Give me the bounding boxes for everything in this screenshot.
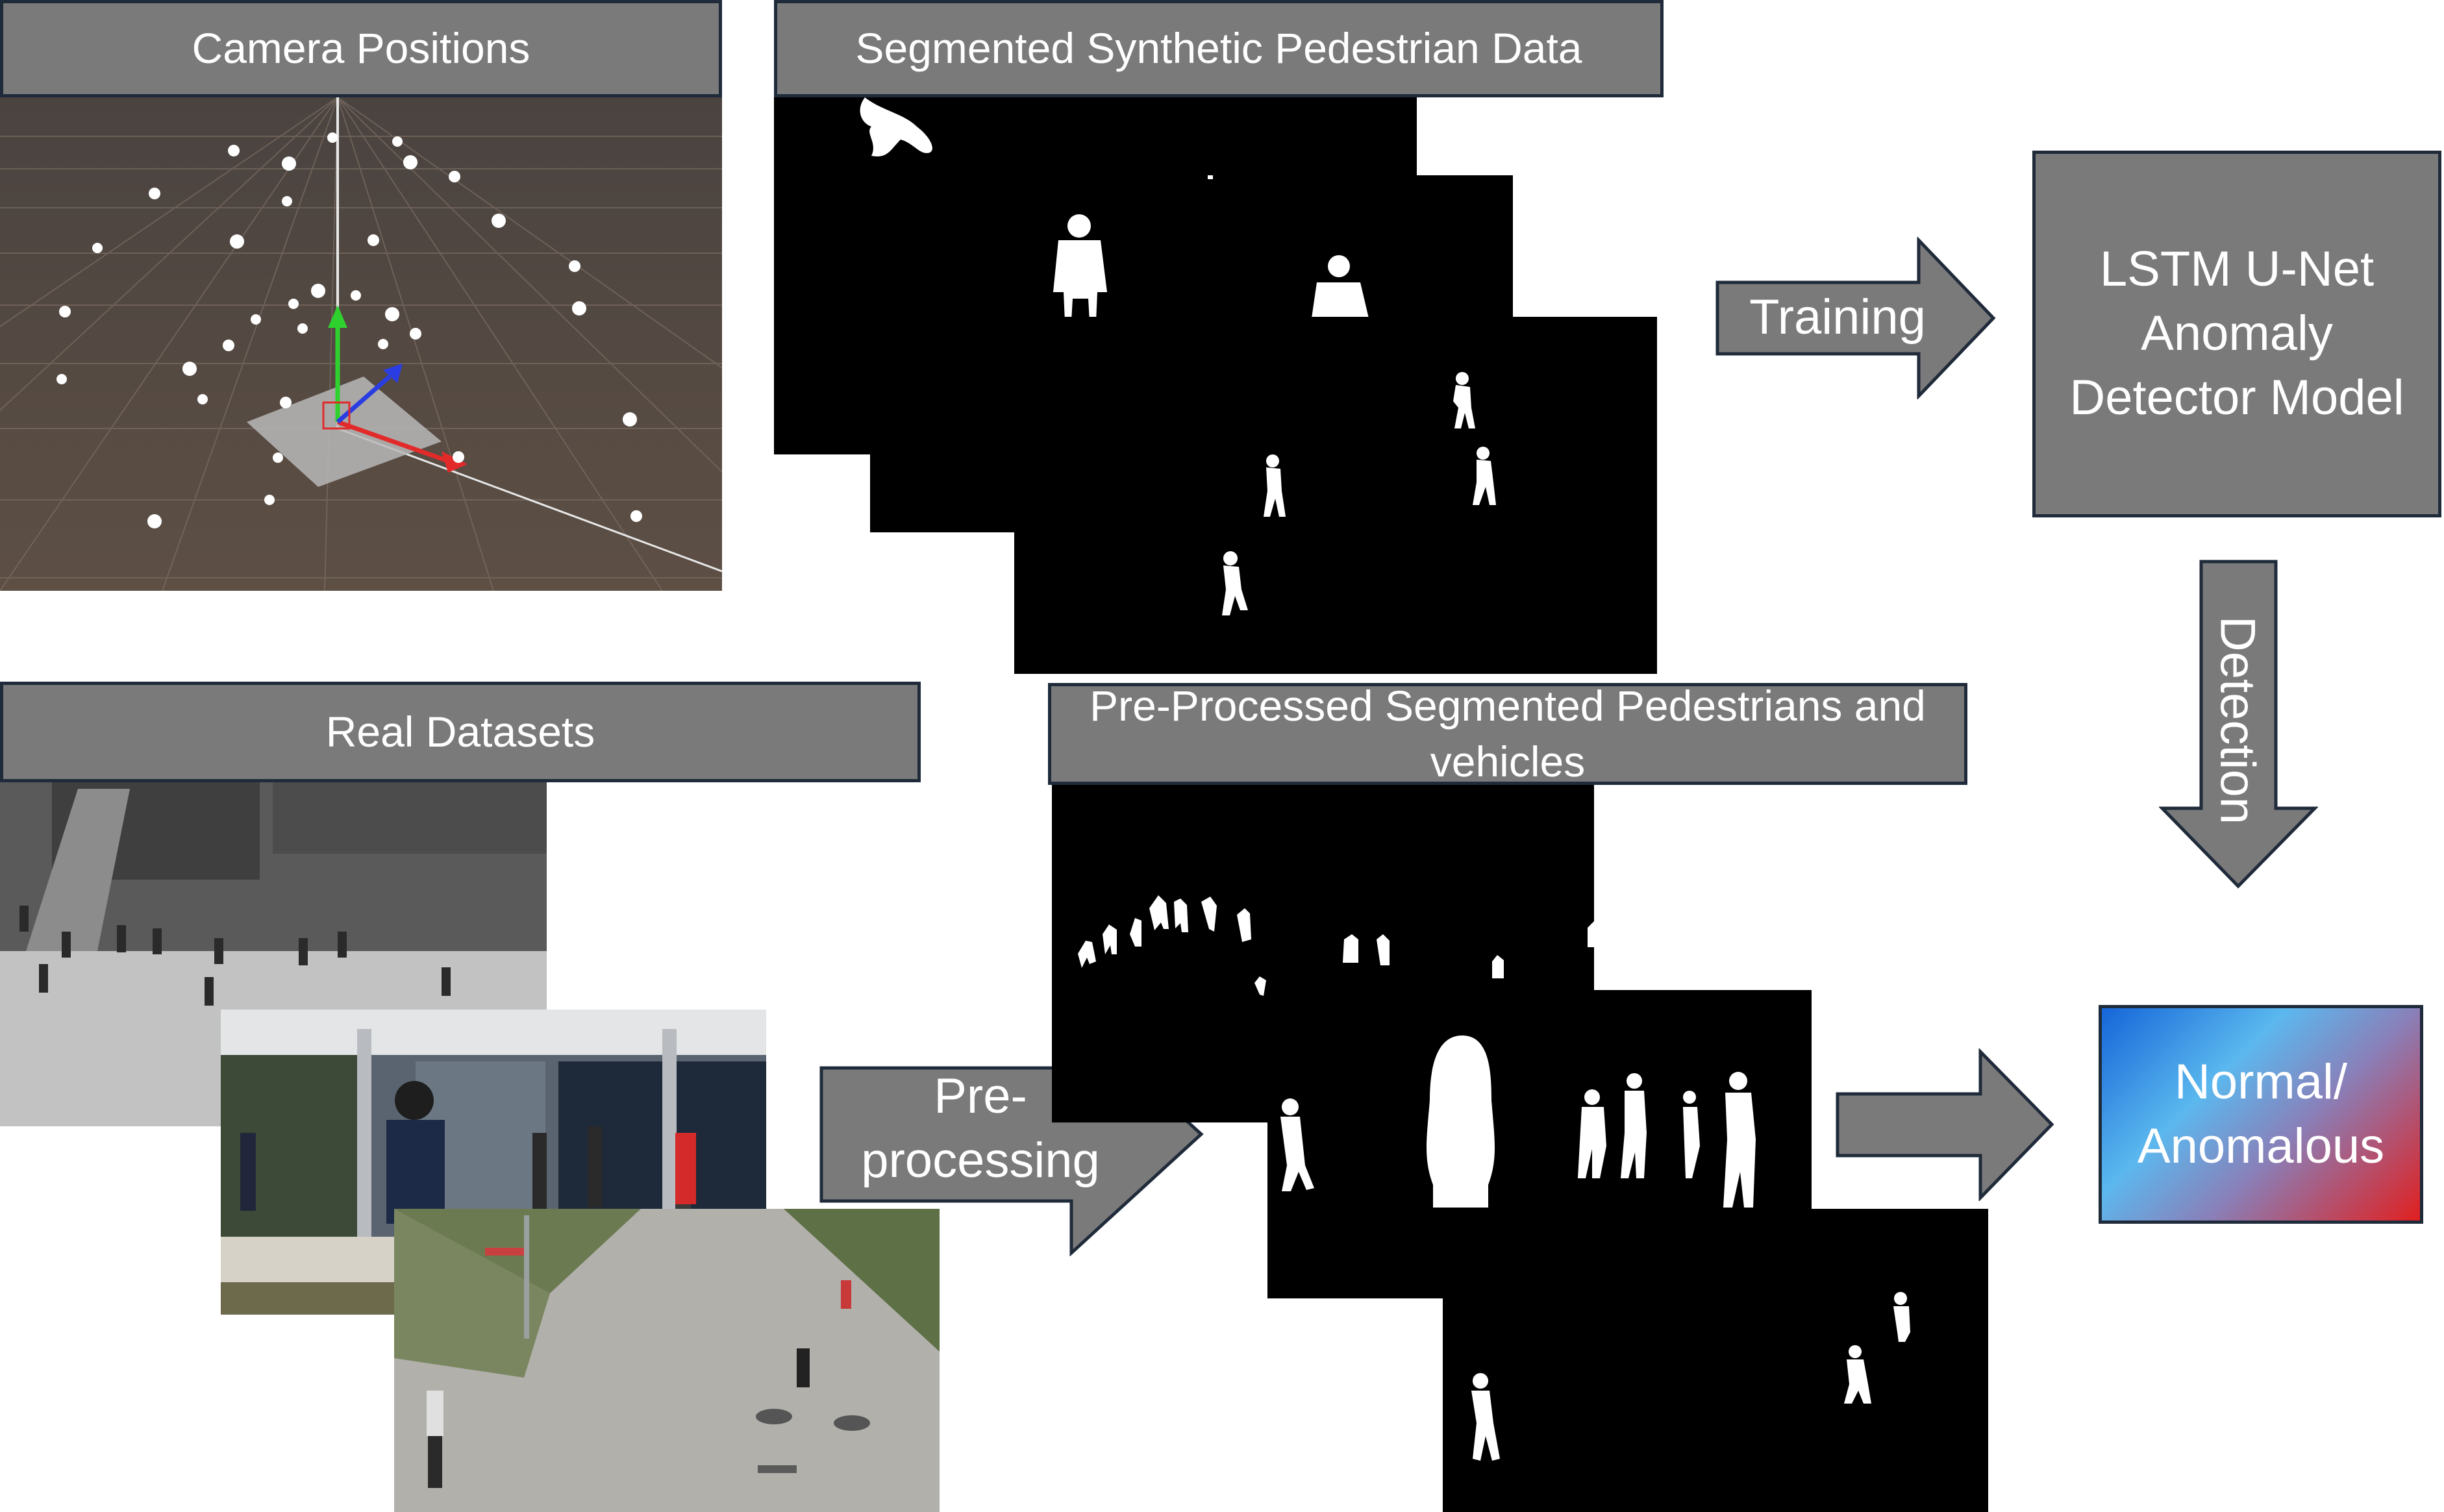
pedestrian-silhouette-icon — [1280, 1035, 1756, 1208]
pedestrian-silhouette-icon — [1078, 895, 1594, 996]
pedestrian-silhouette-icon — [860, 97, 932, 156]
training-arrow — [1715, 237, 1996, 399]
pedestrian-silhouette-icon — [1053, 175, 1369, 321]
real-dataset-photo-3 — [394, 1209, 940, 1512]
normal-anomalous-output-box: Normal/ Anomalous — [2099, 1005, 2423, 1224]
lstm-unet-model-box: LSTM U-Net Anomaly Detector Model — [2032, 151, 2441, 517]
preprocessed-frame-1 — [1052, 785, 1594, 1122]
preprocessed-label: Pre-Processed Segmented Pedestrians and … — [1048, 682, 1967, 786]
training-label: Training — [1749, 290, 1926, 345]
detection-label: Detection — [2210, 615, 2265, 824]
synthetic-data-label: Segmented Synthetic Pedestrian Data — [774, 0, 1664, 97]
output-title: Normal/ Anomalous — [2137, 1054, 2385, 1174]
pedestrian-silhouette-icon — [1471, 1292, 1910, 1461]
pedestrian-silhouette-icon — [19, 906, 451, 1006]
camera-positions-label: Camera Positions — [0, 0, 722, 97]
camera-icon — [56, 132, 642, 528]
preprocessing-label: Pre- processing — [861, 1069, 1100, 1188]
synthetic-frame-3 — [1014, 317, 1657, 674]
camera-positions-scene — [0, 97, 722, 591]
pedestrian-silhouette-icon — [427, 1280, 851, 1488]
output-arrow — [1836, 1048, 2054, 1201]
model-title: LSTM U-Net Anomaly Detector Model — [2069, 242, 2404, 425]
pedestrian-silhouette-icon — [1222, 372, 1496, 615]
axis-gizmo-icon — [322, 305, 468, 473]
ground-plane — [247, 377, 442, 487]
detection-arrow — [2159, 560, 2318, 889]
preprocessed-frame-3 — [1443, 1209, 1988, 1512]
real-datasets-label: Real Datasets — [0, 682, 921, 782]
